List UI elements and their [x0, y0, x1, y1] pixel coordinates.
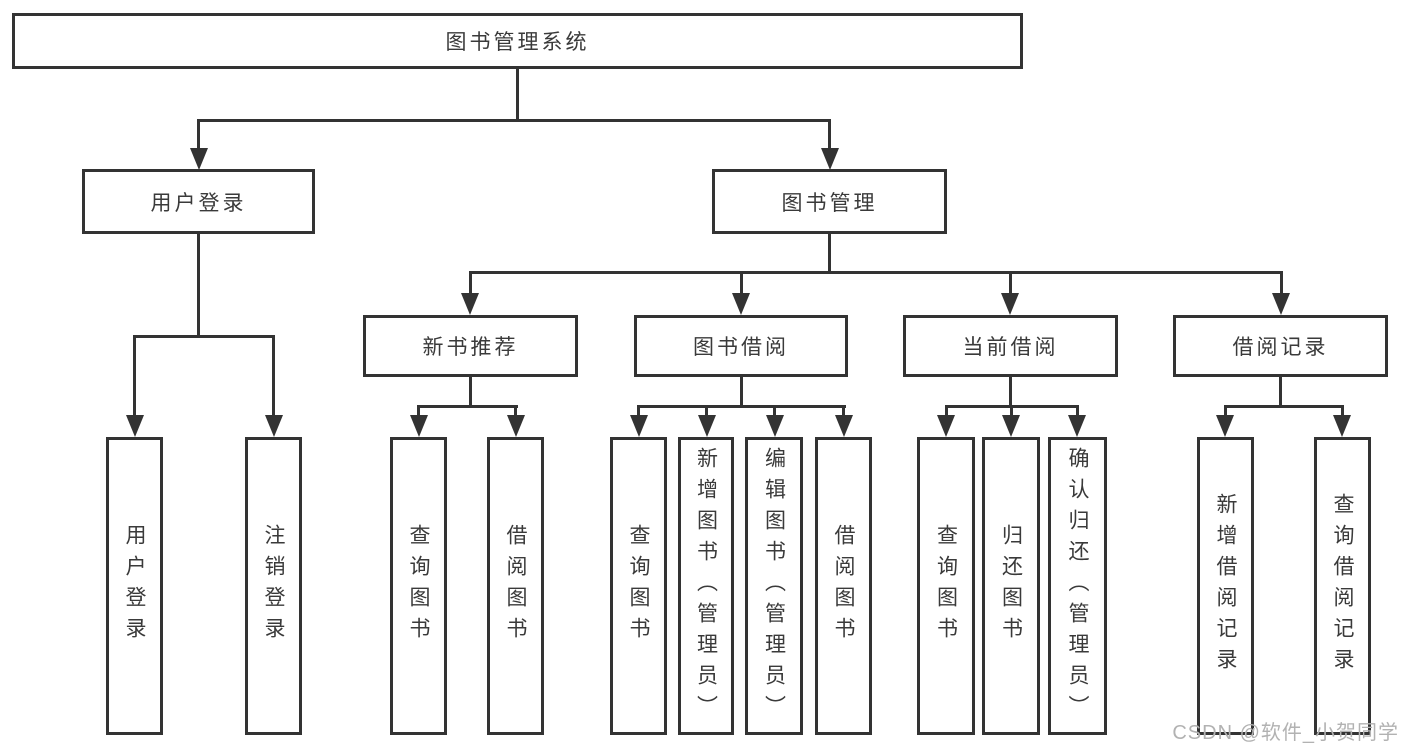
connector-line: [705, 405, 708, 418]
connector-line: [514, 405, 517, 418]
arrow-down-icon: [1068, 415, 1086, 437]
connector-line: [637, 405, 640, 418]
arrow-down-icon: [461, 293, 479, 315]
node-book-borrowing: 图书借阅: [634, 315, 848, 377]
connector-line: [469, 377, 472, 407]
node-root-library-system: 图书管理系统: [12, 13, 1023, 69]
csdn-watermark: CSDN @软件_小贺同学: [1172, 722, 1399, 744]
connector-line: [1076, 405, 1079, 418]
connector-line: [1009, 377, 1012, 407]
node-book-management: 图书管理: [712, 169, 947, 234]
connector-line: [637, 405, 846, 408]
arrow-down-icon: [265, 415, 283, 437]
arrow-down-icon: [1002, 415, 1020, 437]
connector-line: [828, 234, 831, 274]
arrow-down-icon: [410, 415, 428, 437]
connector-line: [1010, 405, 1013, 418]
connector-line: [469, 271, 472, 297]
arrow-down-icon: [766, 415, 784, 437]
connector-line: [1341, 405, 1344, 418]
leaf-query-books-recommend: 查询图书: [390, 437, 447, 735]
connector-line: [197, 119, 200, 151]
leaf-query-books-current: 查询图书: [917, 437, 975, 735]
connector-line: [133, 335, 275, 338]
connector-line: [1009, 271, 1012, 297]
connector-line: [842, 405, 845, 418]
connector-line: [417, 405, 518, 408]
arrow-down-icon: [126, 415, 144, 437]
connector-line: [197, 119, 831, 122]
leaf-logout: 注销登录: [245, 437, 302, 735]
leaf-borrow-books-recommend: 借阅图书: [487, 437, 544, 735]
arrow-down-icon: [1333, 415, 1351, 437]
leaf-add-book-admin: 新增图书（管理员）: [678, 437, 734, 735]
leaf-confirm-return-admin: 确认归还（管理员）: [1048, 437, 1107, 735]
arrow-down-icon: [1216, 415, 1234, 437]
connector-line: [1224, 405, 1344, 408]
connector-line: [1279, 377, 1282, 407]
leaf-add-borrow-record: 新增借阅记录: [1197, 437, 1254, 735]
node-new-book-recommend: 新书推荐: [363, 315, 578, 377]
arrow-down-icon: [190, 148, 208, 170]
node-user-login: 用户登录: [82, 169, 315, 234]
leaf-query-books-borrowing: 查询图书: [610, 437, 667, 735]
node-current-borrowing: 当前借阅: [903, 315, 1118, 377]
arrow-down-icon: [630, 415, 648, 437]
arrow-down-icon: [821, 148, 839, 170]
leaf-user-login: 用户登录: [106, 437, 163, 735]
connector-line: [133, 335, 136, 417]
connector-line: [417, 405, 420, 418]
arrow-down-icon: [698, 415, 716, 437]
arrow-down-icon: [835, 415, 853, 437]
leaf-borrow-books-borrowing: 借阅图书: [815, 437, 872, 735]
arrow-down-icon: [1272, 293, 1290, 315]
connector-line: [828, 119, 831, 151]
arrow-down-icon: [732, 293, 750, 315]
arrow-down-icon: [937, 415, 955, 437]
arrow-down-icon: [1001, 293, 1019, 315]
connector-line: [272, 335, 275, 417]
connector-line: [773, 405, 776, 418]
connector-line: [1280, 271, 1283, 297]
arrow-down-icon: [507, 415, 525, 437]
leaf-query-borrow-record: 查询借阅记录: [1314, 437, 1371, 735]
connector-line: [740, 377, 743, 407]
connector-line: [516, 69, 519, 121]
node-borrowing-records: 借阅记录: [1173, 315, 1388, 377]
connector-line: [740, 271, 743, 297]
connector-line: [469, 271, 1283, 274]
connector-line: [945, 405, 948, 418]
connector-line: [1224, 405, 1227, 418]
leaf-return-book: 归还图书: [982, 437, 1040, 735]
connector-line: [197, 234, 200, 338]
leaf-edit-book-admin: 编辑图书（管理员）: [745, 437, 803, 735]
